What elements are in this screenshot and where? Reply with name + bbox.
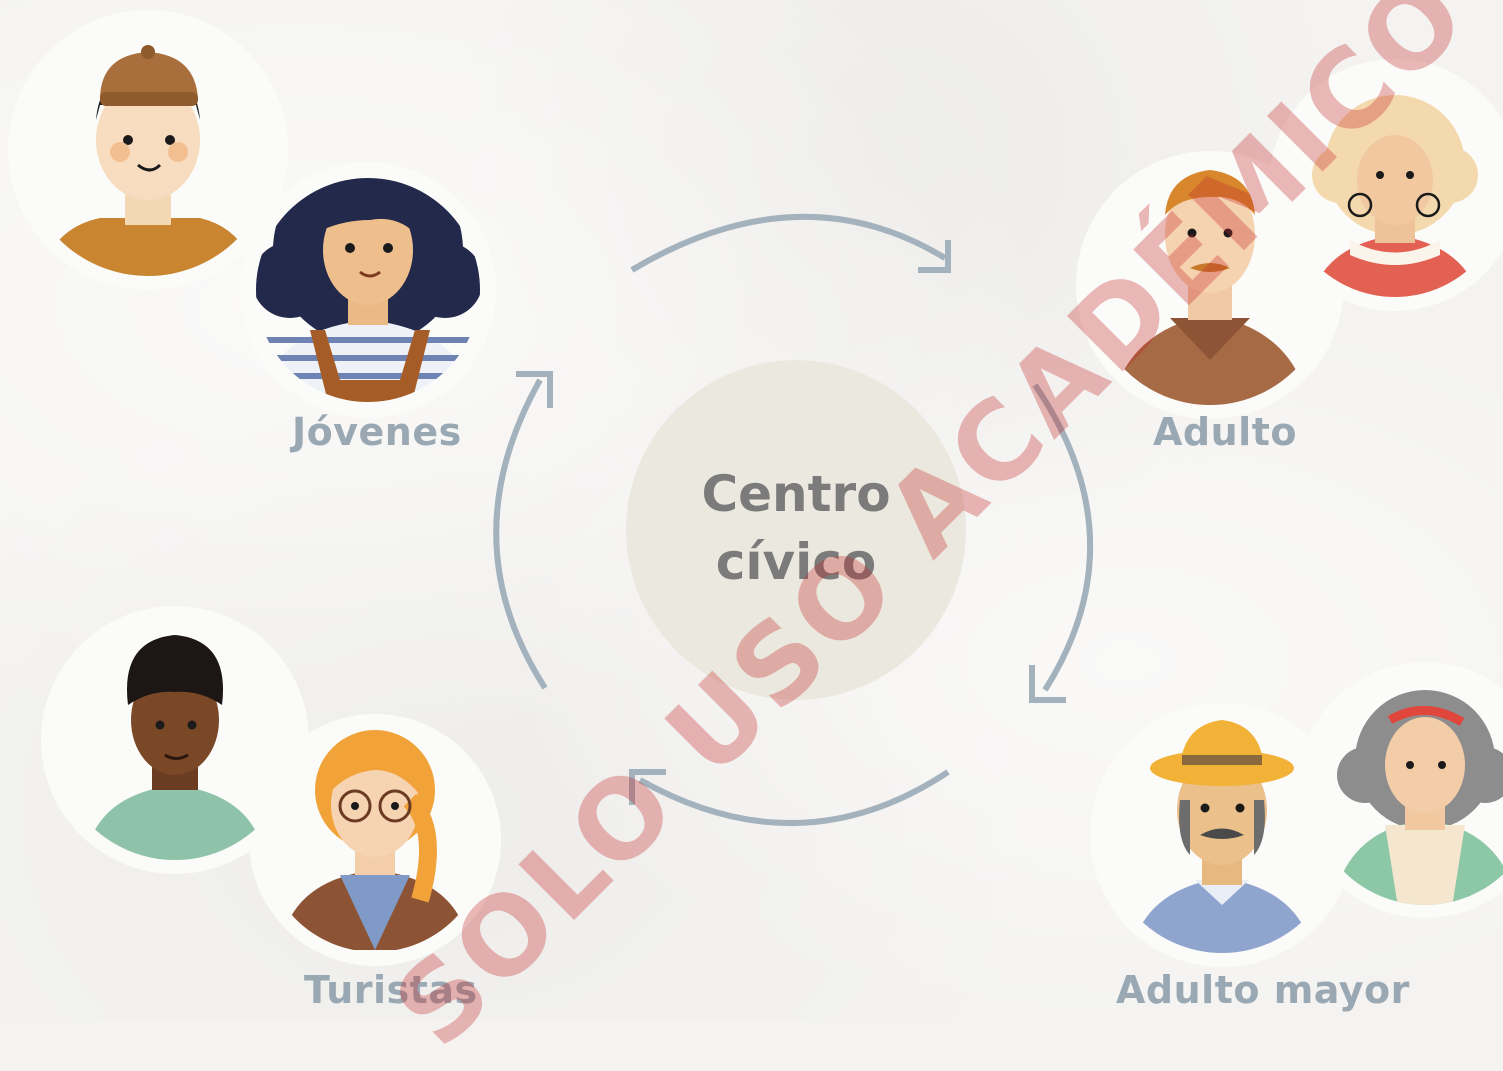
arrow-top bbox=[630, 213, 947, 273]
label-adulto-mayor: Adulto mayor bbox=[1116, 968, 1410, 1012]
center-label-line2: cívico bbox=[715, 533, 877, 591]
girl-glasses-icon bbox=[280, 730, 470, 950]
cycle-diagram bbox=[40, 45, 1503, 953]
center-label: Centro cívico bbox=[626, 460, 966, 596]
man-mustache-icon bbox=[1110, 170, 1310, 405]
label-adulto: Adulto bbox=[1153, 410, 1297, 454]
label-turistas: Turistas bbox=[304, 968, 478, 1012]
arrowhead-right bbox=[1029, 665, 1066, 703]
arrow-bottom bbox=[638, 769, 950, 827]
elderly-woman-icon bbox=[1310, 95, 1480, 297]
label-jovenes: Jóvenes bbox=[292, 410, 462, 454]
center-circle bbox=[626, 360, 966, 700]
elderly-man-hat-icon bbox=[1130, 720, 1314, 953]
cycle-arrows bbox=[493, 213, 1094, 827]
arrowhead-top bbox=[918, 240, 951, 273]
arrowhead-bottom bbox=[629, 769, 666, 805]
arrow-left bbox=[493, 378, 548, 690]
man-afro-icon bbox=[85, 635, 265, 860]
center-label-line1: Centro bbox=[701, 465, 891, 523]
arrowhead-left bbox=[516, 371, 553, 408]
arrow-right bbox=[1032, 383, 1094, 692]
